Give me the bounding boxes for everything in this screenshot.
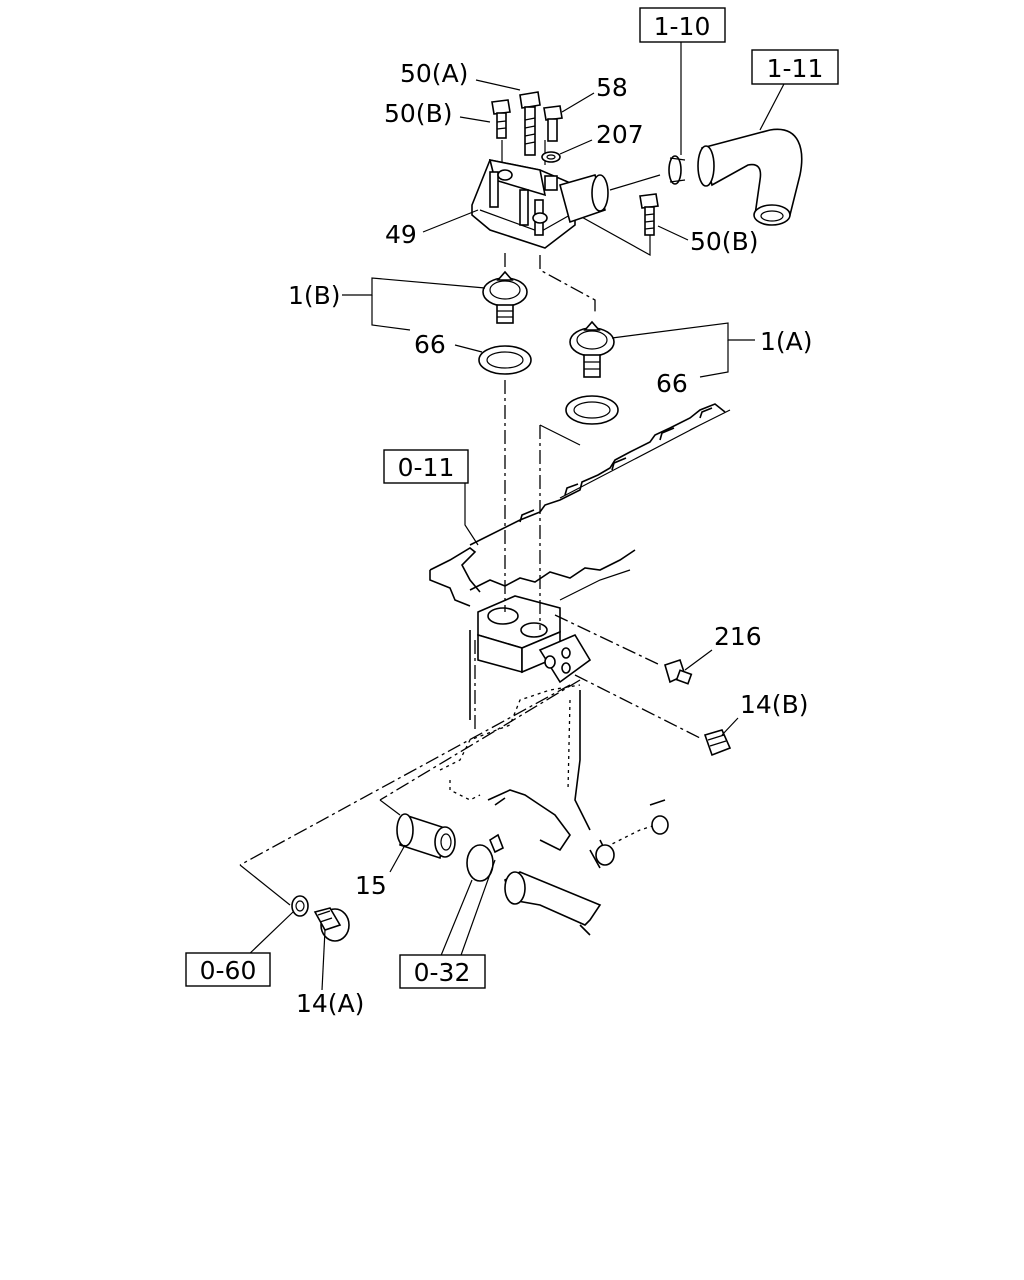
label-50b-right: 50(B) xyxy=(690,227,758,256)
assembly-lines xyxy=(239,140,701,906)
thermostat-housing[interactable] xyxy=(471,158,609,249)
hose-clamp[interactable] xyxy=(668,155,686,185)
bolt-50b-right[interactable] xyxy=(639,193,659,236)
label-14b: 14(B) xyxy=(740,690,808,719)
label-1a: 1(A) xyxy=(760,327,813,356)
washer-207[interactable] xyxy=(541,151,561,163)
washer-lower[interactable] xyxy=(291,895,309,917)
label-58: 58 xyxy=(596,73,628,102)
part-labels: 50(A) 50(B) 58 207 49 50(B) 1(B) 66 1(A)… xyxy=(288,59,813,1018)
gasket-66-left[interactable] xyxy=(478,345,532,375)
label-50a: 50(A) xyxy=(400,59,468,88)
ref-box-0-11[interactable]: 0-11 xyxy=(383,449,469,484)
label-50b-top: 50(B) xyxy=(384,99,452,128)
ref-1-11-text: 1-11 xyxy=(767,54,824,83)
ref-box-1-10[interactable]: 1-10 xyxy=(639,7,726,43)
label-14a: 14(A) xyxy=(296,989,364,1018)
ref-box-1-11[interactable]: 1-11 xyxy=(751,49,839,85)
label-1b: 1(B) xyxy=(288,281,341,310)
ref-0-11-text: 0-11 xyxy=(398,453,455,482)
plug-216[interactable] xyxy=(664,658,693,685)
gasket-66-right[interactable] xyxy=(565,395,619,425)
ref-0-60-text: 0-60 xyxy=(200,956,257,985)
label-leaders xyxy=(244,40,786,991)
label-207: 207 xyxy=(596,120,644,149)
thermostat-1b[interactable] xyxy=(482,270,528,324)
plug-14b[interactable] xyxy=(703,729,732,757)
label-66-right: 66 xyxy=(656,369,688,398)
radiator-hose[interactable] xyxy=(697,128,803,226)
ref-box-0-32[interactable]: 0-32 xyxy=(399,954,486,989)
clamp-lower[interactable] xyxy=(466,833,505,882)
cylinder-head-outline xyxy=(429,403,731,936)
thermostat-1a[interactable] xyxy=(569,320,615,378)
label-49: 49 xyxy=(385,220,417,249)
water-pipe-15[interactable] xyxy=(396,813,456,860)
ref-1-10-text: 1-10 xyxy=(654,12,711,41)
ref-0-32-text: 0-32 xyxy=(414,958,471,987)
bolt-50a[interactable] xyxy=(519,91,541,156)
label-15: 15 xyxy=(355,871,387,900)
bolt-58[interactable] xyxy=(543,105,563,142)
label-66-left: 66 xyxy=(414,330,446,359)
ref-box-0-60[interactable]: 0-60 xyxy=(185,952,271,987)
label-216: 216 xyxy=(714,622,762,651)
plug-14a[interactable] xyxy=(313,907,350,942)
bolt-50b-top[interactable] xyxy=(491,99,511,139)
